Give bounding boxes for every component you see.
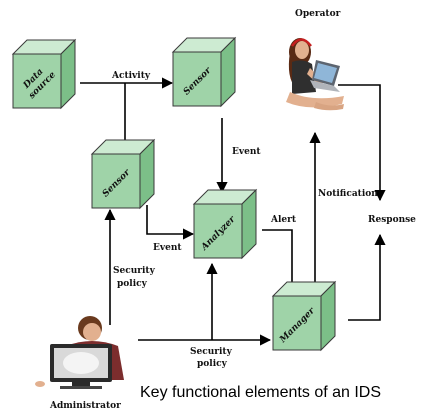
response-arrow-down xyxy=(338,84,386,202)
security-policy-left-line-1: Security xyxy=(113,266,156,276)
event-left-label: Event xyxy=(153,243,182,253)
administrator-figure xyxy=(35,316,124,389)
sensor-left-node: Sensor xyxy=(91,139,155,209)
sensor-top-node: Sensor xyxy=(172,37,236,107)
response-label: Response xyxy=(368,215,416,225)
alert-label: Alert xyxy=(270,215,297,225)
security-policy-bottom-label: Security policy xyxy=(190,347,235,369)
manager-node: Manager xyxy=(272,281,336,351)
operator-label: Operator xyxy=(295,9,341,19)
caption: Key functional elements of an IDS xyxy=(140,384,382,401)
data-source-node: Data source xyxy=(12,39,76,109)
notification-label: Notification xyxy=(318,189,378,199)
alert-arrow xyxy=(262,229,298,300)
security-policy-bottom-line-1: Security xyxy=(190,347,233,357)
operator-figure xyxy=(286,38,344,111)
event-top-label: Event xyxy=(232,147,261,157)
analyzer-node: Analyzer xyxy=(193,189,257,259)
security-policy-left-label: Security policy xyxy=(113,266,158,289)
event-left-arrow xyxy=(146,205,195,240)
response-arrow-up xyxy=(348,233,386,321)
administrator-label: Administrator xyxy=(49,401,121,411)
arrows xyxy=(80,77,386,346)
security-policy-left-line-2: policy xyxy=(117,279,148,289)
security-policy-bottom-line-2: policy xyxy=(197,359,228,369)
activity-label: Activity xyxy=(111,71,151,81)
